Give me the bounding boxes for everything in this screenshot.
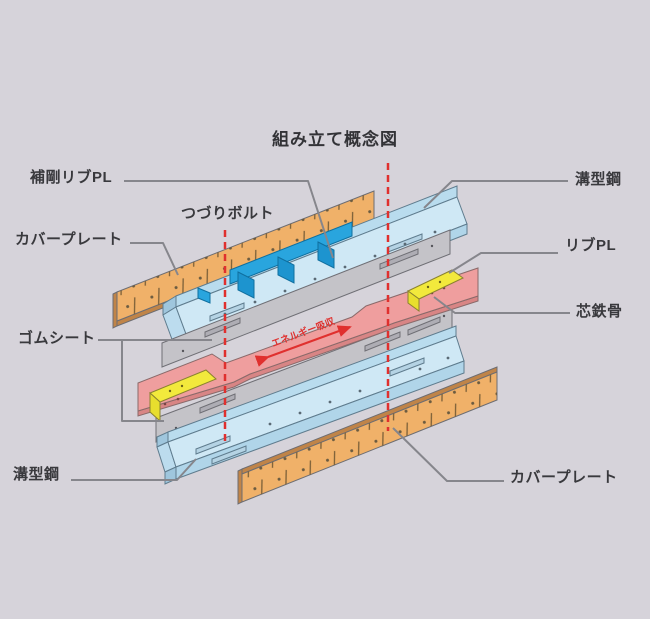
leader-rib-pl: [448, 252, 558, 274]
right-rib-pl: [407, 269, 464, 312]
right-rib-dots: [426, 280, 442, 289]
bottom-channel-bolt-holes: [268, 356, 450, 426]
label-tsuzuri-bolt: つづりボルト: [181, 205, 275, 222]
stiffener-ribs: [197, 221, 353, 304]
label-core-steel: 芯鉄骨: [576, 303, 623, 320]
leader-stiffener-rib: [124, 180, 334, 259]
leader-channel-right: [423, 180, 568, 209]
label-rubber-sheet: ゴムシート: [18, 330, 96, 347]
label-rib-pl: リブPL: [565, 237, 617, 254]
upper-rubber-sheet: [161, 229, 451, 368]
bottom-cover-plate: [237, 366, 498, 505]
label-stiffener-rib-pl: 補剛リブPL: [30, 169, 113, 186]
left-rib-dots: [168, 384, 184, 393]
upper-rubber-dots: [181, 244, 434, 353]
upper-rubber-slots: [204, 248, 419, 338]
top-channel-bolt-holes: [223, 230, 437, 316]
label-channel-steel-right: 溝型鋼: [575, 171, 622, 188]
leader-core-steel: [433, 296, 570, 314]
diagram-title: 組み立て概念図: [272, 130, 398, 149]
bottom-channel-slots: [195, 357, 425, 465]
leader-channel-left: [71, 458, 197, 481]
bolt-lines: [223, 163, 390, 444]
label-cover-plate-left: カバープレート: [15, 231, 123, 248]
label-cover-plate-right: カバープレート: [510, 469, 618, 486]
bottom-channel-steel: [156, 325, 465, 485]
left-rib-pl: [149, 369, 217, 423]
leader-cover-plate-right: [392, 427, 504, 482]
leader-rubber-sheet-bottom: [121, 340, 164, 422]
leader-lines: [71, 180, 570, 482]
leader-cover-plate-left: [130, 242, 179, 276]
label-channel-steel-left: 溝型鋼: [13, 466, 60, 483]
